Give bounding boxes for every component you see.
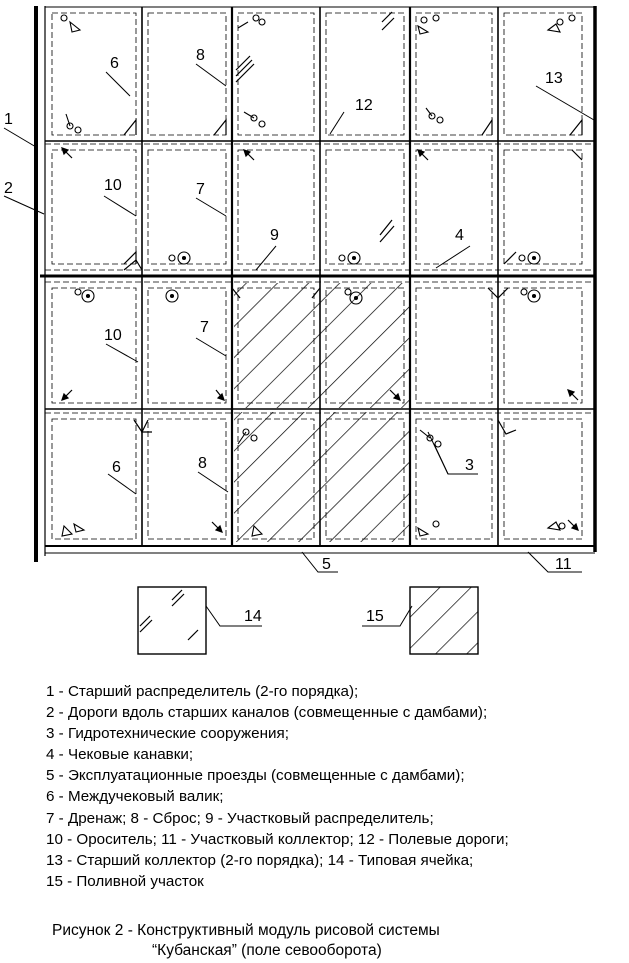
label-6-top: 6 [110,55,119,72]
label-11: 11 [555,556,572,573]
legend-type-cell-marks [139,589,199,641]
label-6-bottom: 6 [112,459,121,476]
legend-item: 13 - Старший коллектор (2-го порядка); 1… [46,851,474,869]
hatched-area-2 [234,412,410,542]
label-3: 3 [465,457,474,474]
leader-lines [3,63,595,627]
legend-item: 15 - Поливной участок [46,872,204,890]
legend-item: 7 - Дренаж; 8 - Сброс; 9 - Участковый ра… [46,809,434,827]
legend-item: 2 - Дороги вдоль старших каналов (совмещ… [46,704,488,722]
label-15: 15 [366,608,384,625]
hydraulic-structures [60,14,576,537]
discharge-marks [235,11,395,243]
legend-item: 3 - Гидротехнические сооружения; [46,725,289,743]
label-5: 5 [322,556,331,573]
legend-type-cell [137,586,207,655]
label-4: 4 [455,227,464,244]
label-10-bottom: 10 [104,327,122,344]
label-1: 1 [4,111,13,128]
caption-line-2: “Кубанская” (поле севооборота) [152,942,382,959]
caption-line-1: Рисунок 2 - Конструктивный модуль рисово… [52,922,440,939]
label-9: 9 [270,227,279,244]
legend-irrigation-plot [409,586,479,655]
flow-arrows [61,147,583,533]
figure-caption: Рисунок 2 - Конструктивный модуль рисово… [52,921,440,961]
rice-system-diagram: 1 2 6 8 12 13 10 7 9 4 10 7 6 8 3 5 11 1… [3,6,597,655]
legend-item: 4 - Чековые канавки; [46,746,194,764]
structure-marks [123,118,583,435]
label-8-bottom: 8 [198,455,207,472]
legend-item: 6 - Междучековый валик; [46,788,224,806]
legend-item: 5 - Эксплуатационные проезды (совмещенны… [46,767,465,785]
legend-list: 1 - Старший распределитель (2-го порядка… [46,681,626,892]
legend-item: 10 - Ороситель; 11 - Участковый коллекто… [46,830,509,848]
legend-item: 1 - Старший распределитель (2-го порядка… [46,683,359,700]
label-13: 13 [545,70,563,87]
label-7-bottom: 7 [200,319,209,336]
label-2: 2 [4,180,13,197]
label-8-top: 8 [196,47,205,64]
label-10-top: 10 [104,177,122,194]
field-grid [34,6,597,562]
label-14: 14 [244,608,262,625]
label-12: 12 [355,97,373,114]
label-7-top: 7 [196,181,205,198]
hatched-area-1 [234,283,410,408]
